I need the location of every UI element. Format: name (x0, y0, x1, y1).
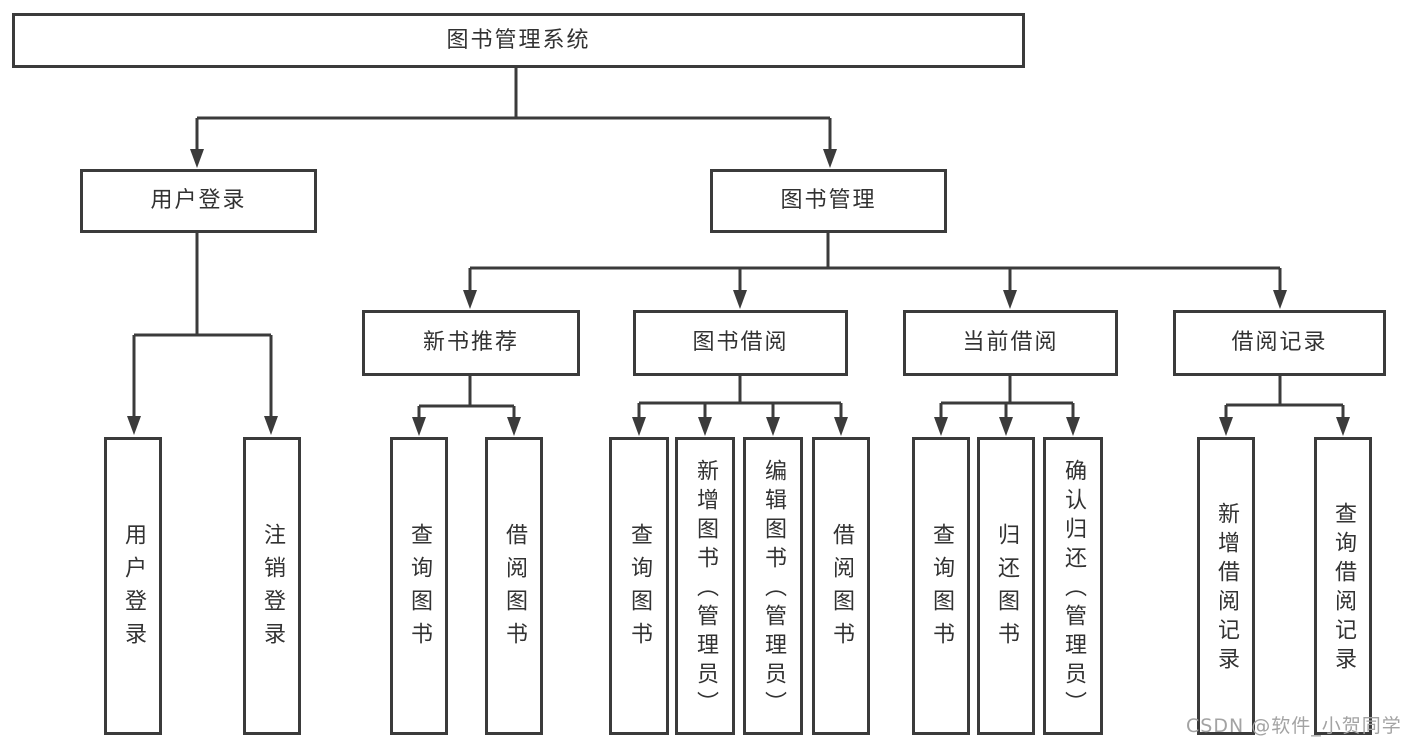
node-borrowing-records: 借阅记录 (1173, 310, 1386, 376)
node-book-borrowing: 图书借阅 (633, 310, 848, 376)
node-user-login-group: 用户登录 (80, 169, 317, 233)
node-add-books-admin: 新增图书（管理员） (675, 437, 735, 735)
node-library-management-system: 图书管理系统 (12, 13, 1025, 68)
node-borrow-books-borrow: 借阅图书 (812, 437, 870, 735)
node-query-books-borrow: 查询图书 (609, 437, 669, 735)
node-edit-books-admin: 编辑图书（管理员） (743, 437, 803, 735)
node-logout: 注销登录 (243, 437, 301, 735)
arrowheads (127, 149, 1350, 436)
node-book-management: 图书管理 (710, 169, 947, 233)
node-borrow-books-recommend: 借阅图书 (485, 437, 543, 735)
node-add-borrow-record: 新增借阅记录 (1197, 437, 1255, 735)
csdn-watermark: CSDN @软件_小贺同学 (1186, 715, 1402, 737)
node-new-book-recommend: 新书推荐 (362, 310, 580, 376)
node-query-books-recommend: 查询图书 (390, 437, 448, 735)
node-user-login: 用户登录 (104, 437, 162, 735)
node-query-borrow-record: 查询借阅记录 (1314, 437, 1372, 735)
connector-paths (132, 68, 1345, 421)
node-confirm-return-admin: 确认归还（管理员） (1043, 437, 1103, 735)
node-return-books: 归还图书 (977, 437, 1035, 735)
node-current-borrowing: 当前借阅 (903, 310, 1118, 376)
node-query-books-current: 查询图书 (912, 437, 970, 735)
